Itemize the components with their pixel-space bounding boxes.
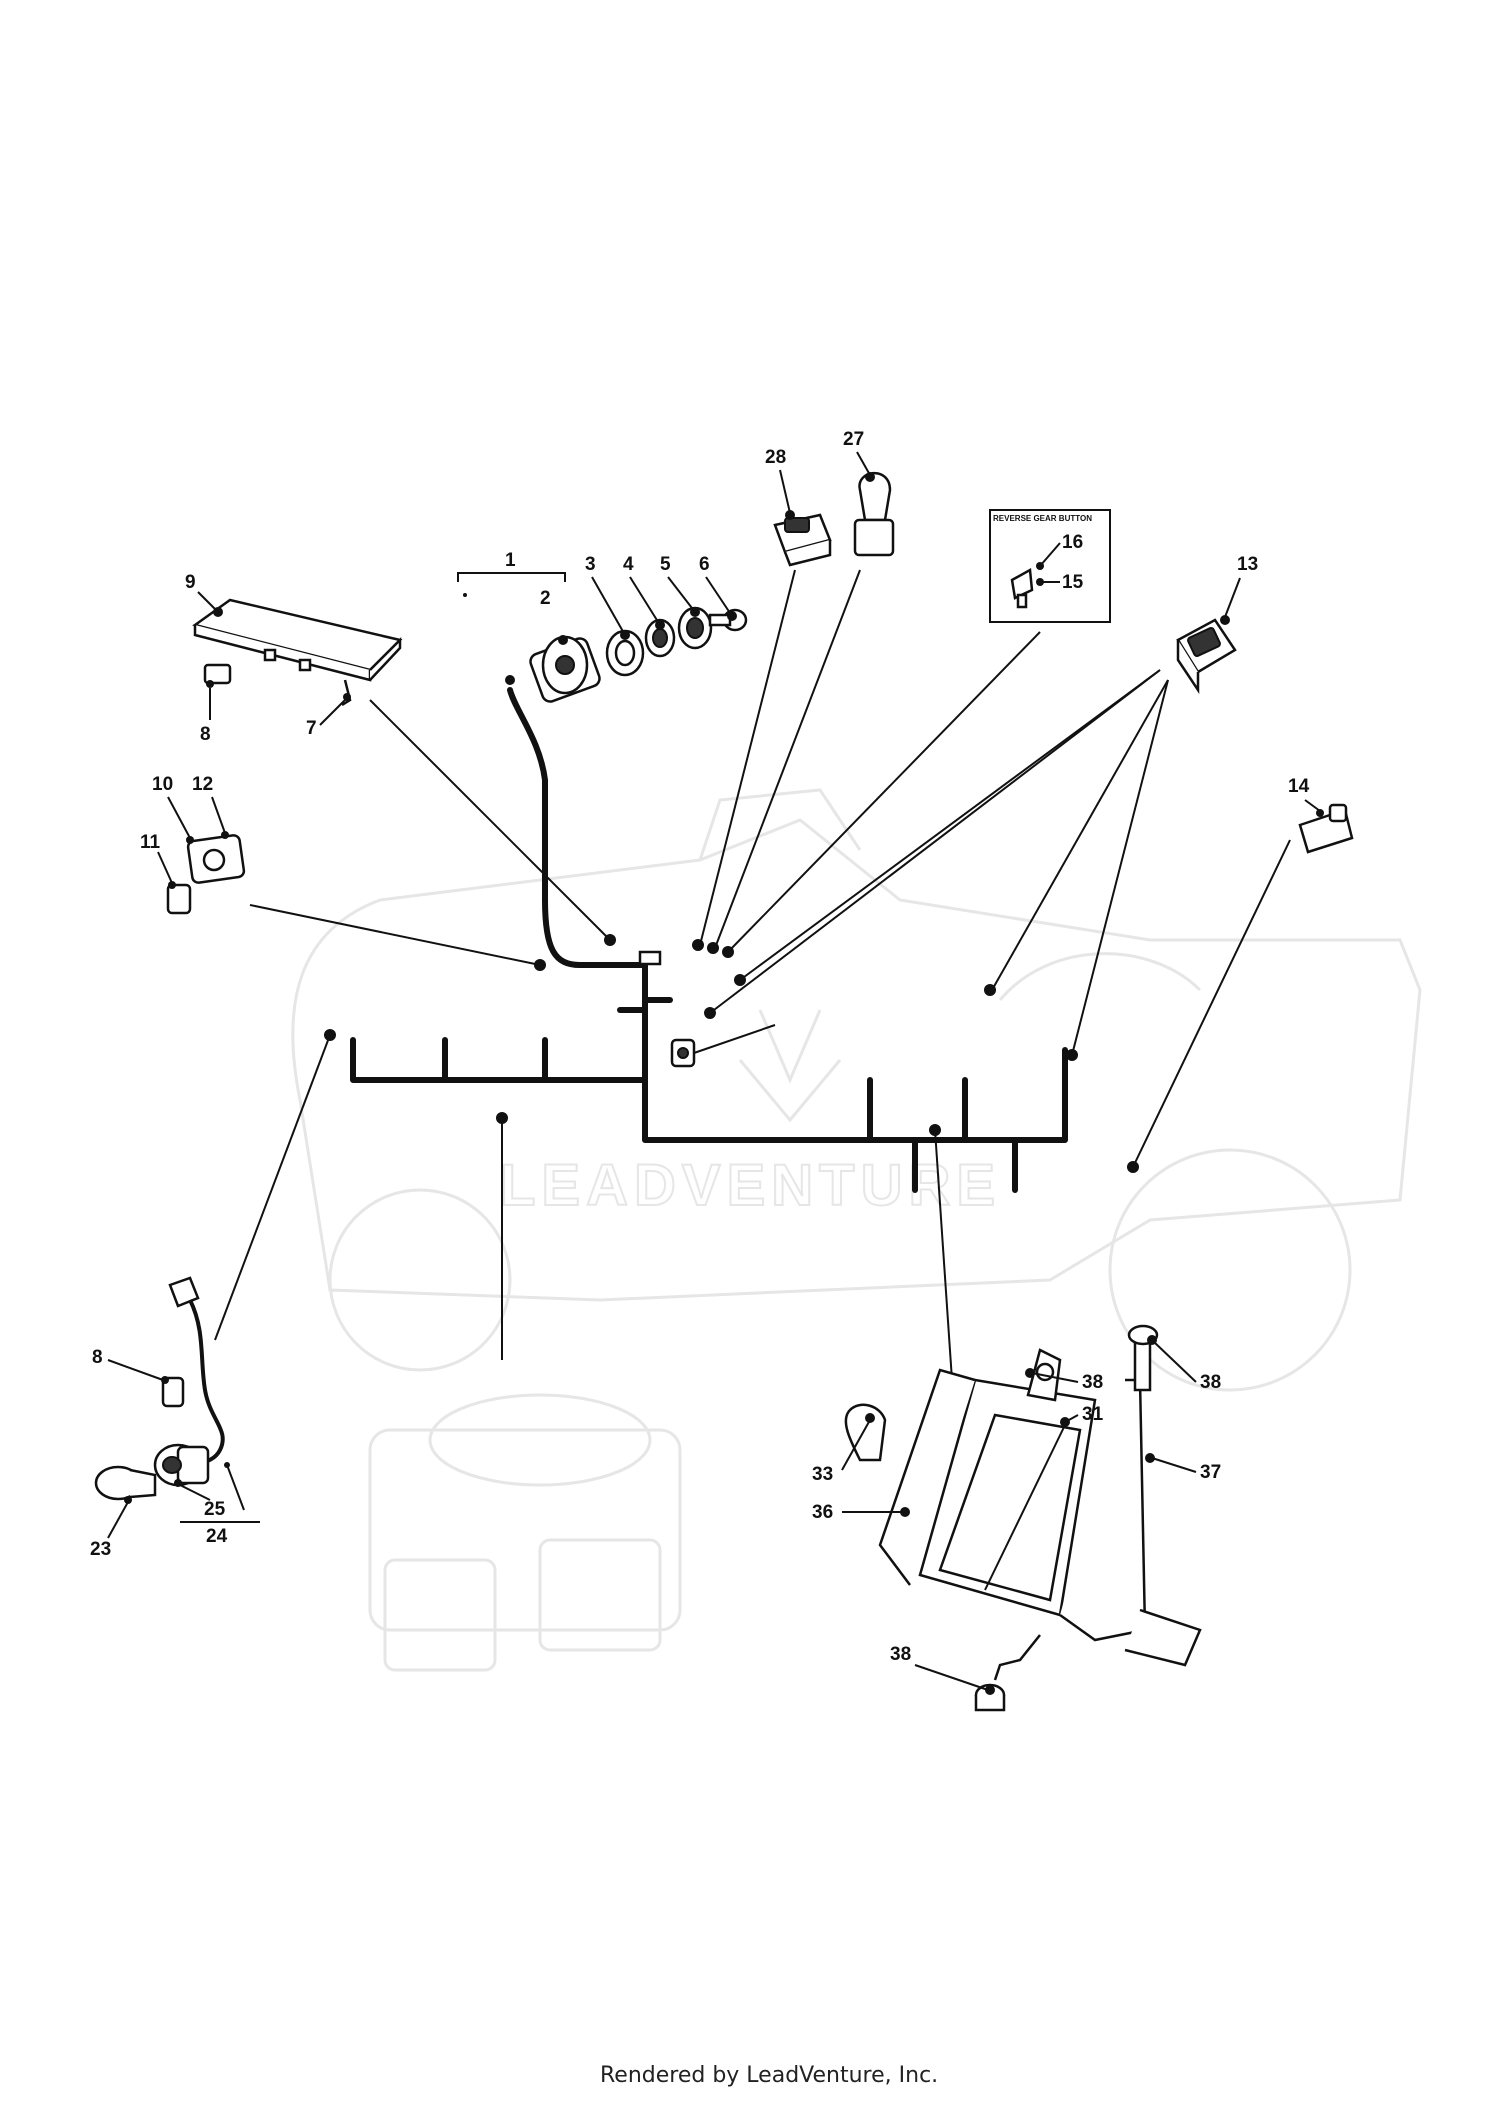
reverse-gear-inset: REVERSE GEAR BUTTON 16 15 (722, 509, 1111, 958)
callout-3: 3 (585, 554, 596, 575)
harness-connector (670, 1024, 776, 1068)
connector-plug: 11 (140, 832, 192, 915)
circuit-board: 9 (185, 572, 403, 682)
callout-12: 12 (192, 774, 213, 795)
toggle-switch: 13 (704, 554, 1258, 1061)
callout-27: 27 (843, 429, 864, 450)
wire-clip: 7 (306, 679, 352, 739)
callout-11: 11 (140, 832, 161, 853)
callout-37: 37 (1200, 1462, 1221, 1483)
inset-label: REVERSE GEAR BUTTON (993, 514, 1092, 523)
callout-25: 25 (204, 1499, 226, 1520)
headlight-assembly: 8 25 24 23 (90, 1276, 260, 1560)
callout-10: 10 (152, 774, 173, 795)
callout-8: 8 (200, 724, 211, 745)
callout-31: 31 (1082, 1404, 1104, 1425)
callout-4: 4 (623, 554, 634, 575)
footer-credit: Rendered by LeadVenture, Inc. (600, 2063, 938, 2088)
callout-5: 5 (660, 554, 671, 575)
safety-switch: 14 (1127, 776, 1354, 1173)
relay-clip: 8 (200, 663, 232, 745)
callout-1: 1 (505, 550, 516, 571)
switch-washers: 3 4 5 6 (585, 554, 748, 677)
seat-switch: 10 12 (152, 774, 246, 884)
callout-23: 23 (90, 1539, 111, 1560)
callout-28: 28 (765, 447, 786, 468)
ignition-switch: 2 (505, 588, 601, 703)
callout-33: 33 (812, 1464, 833, 1485)
watermark-text: LEADVENTURE (500, 1153, 1001, 1218)
callout-6: 6 (699, 554, 710, 575)
callout-16: 16 (1062, 532, 1083, 553)
push-switch: 27 (707, 429, 895, 954)
callout-14: 14 (1288, 776, 1310, 797)
callout-15: 15 (1062, 572, 1084, 593)
callout-13: 13 (1237, 554, 1258, 575)
callout-1-group: 1 (457, 550, 566, 597)
callout-7: 7 (306, 718, 317, 739)
callout-38-right: 38 (1200, 1372, 1221, 1393)
battery-assembly: 38 38 31 37 36 33 38 (812, 1324, 1221, 1712)
callout-8-lower: 8 (92, 1347, 103, 1368)
callout-24: 24 (206, 1526, 228, 1547)
callout-9: 9 (185, 572, 196, 593)
wire-harness (350, 687, 1068, 1193)
callout-36: 36 (812, 1502, 833, 1523)
callout-2: 2 (540, 588, 551, 609)
rocker-switch: 28 (692, 447, 832, 951)
callout-38-top: 38 (1082, 1372, 1103, 1393)
callout-38-bottom: 38 (890, 1644, 911, 1665)
